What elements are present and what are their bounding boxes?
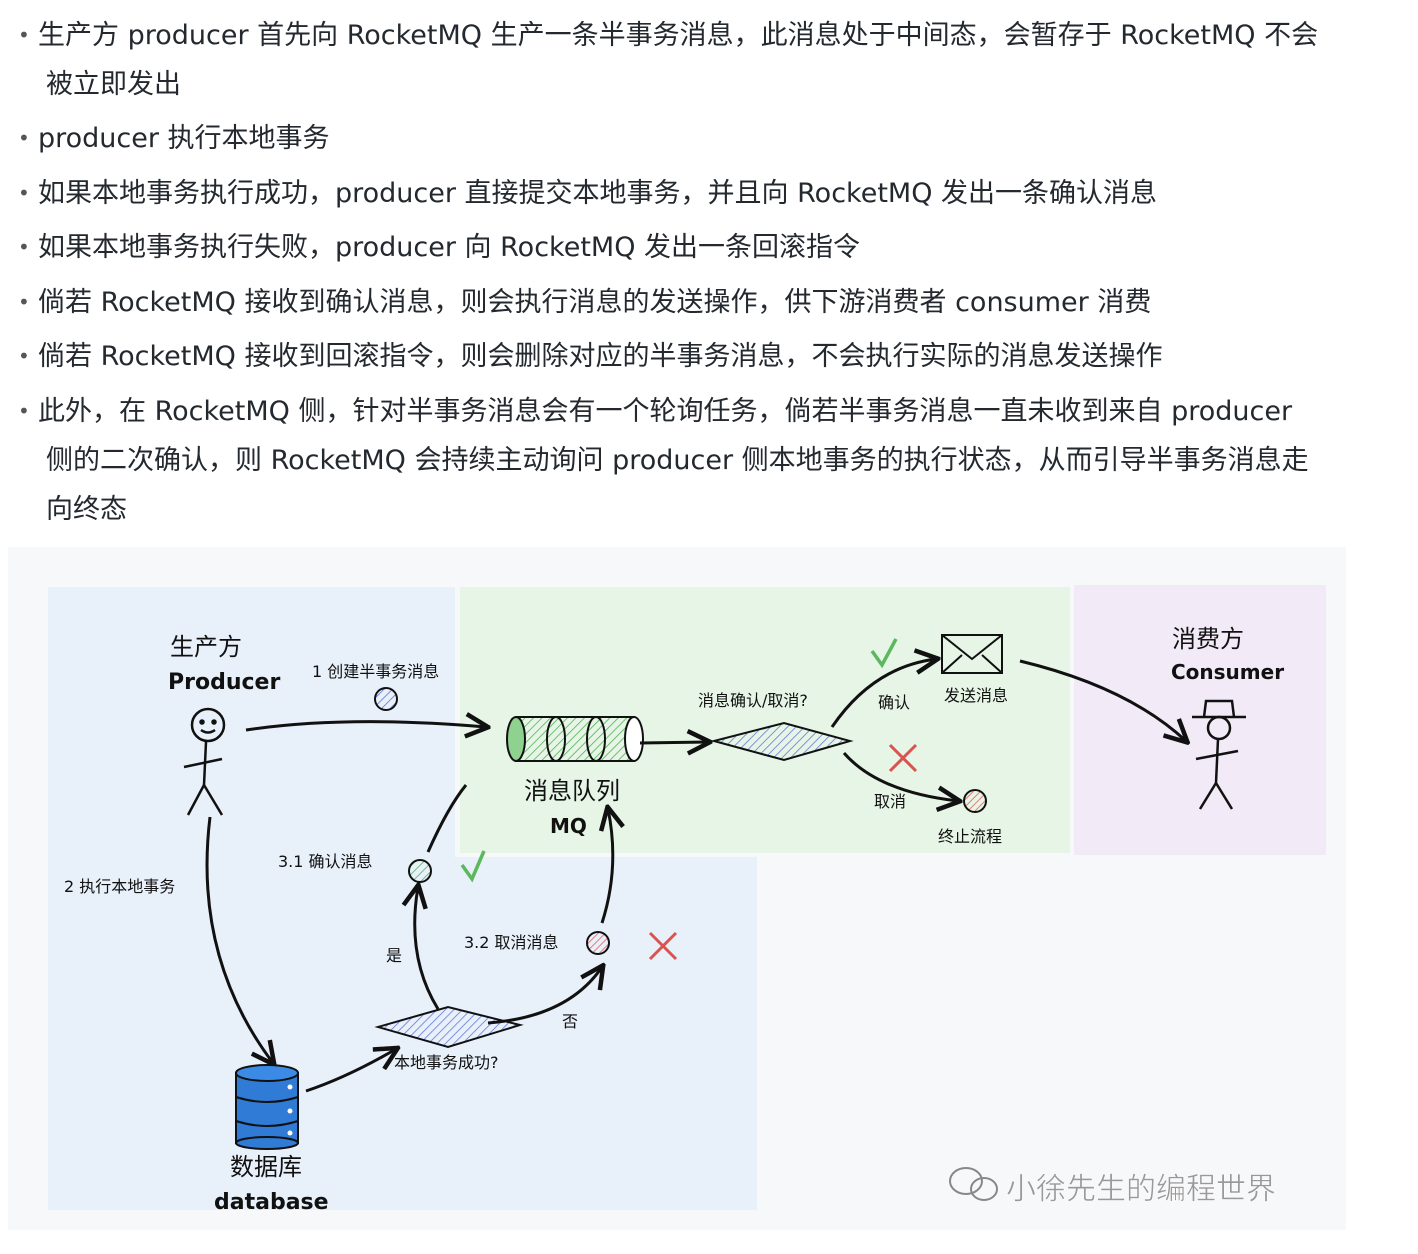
step31-label: 3.1 确认消息 (278, 852, 373, 871)
database-icon (235, 1064, 299, 1150)
no-label: 否 (562, 1012, 578, 1031)
arrow-mq-to-decision (639, 742, 708, 743)
local-zone (455, 857, 757, 1210)
consumer-zone (1074, 585, 1326, 855)
confirm-cancel-decision (710, 721, 854, 762)
check-icon-local (460, 850, 486, 883)
bullet-text: 生产方 producer 首先向 RocketMQ 生产一条半事务消息，此消息处… (38, 20, 1319, 51)
arrow-yes (415, 887, 440, 1010)
envelope-icon (941, 634, 1003, 674)
cross-icon-local (648, 931, 678, 961)
step32-label: 3.2 取消消息 (464, 933, 559, 952)
consumer-en-label: Consumer (1171, 660, 1284, 684)
bullet-dot: • (18, 344, 30, 368)
producer-en-label: Producer (168, 670, 280, 695)
arrow-cancel-to-mq (602, 809, 613, 924)
bullet-dot: • (18, 290, 30, 314)
watermark-text: 小徐先生的编程世界 (1006, 1172, 1276, 1207)
half-message-icon (374, 687, 398, 711)
mq-queue-icon (506, 716, 644, 762)
bullet-text: 侧的二次确认，则 RocketMQ 会持续主动询问 producer 侧本地事务… (46, 445, 1309, 476)
step2-label: 2 执行本地事务 (64, 877, 175, 896)
arrow-confirm (830, 659, 936, 728)
producer-cn-label: 生产方 (170, 633, 242, 661)
bullet-text: 此外，在 RocketMQ 侧，针对半事务消息会有一个轮询任务，倘若半事务消息一… (38, 396, 1293, 427)
arrow-execute-local (205, 816, 273, 1063)
cancel-label: 取消 (874, 792, 906, 811)
local-success-decision (374, 1005, 524, 1049)
send-message-label: 发送消息 (944, 686, 1008, 705)
bullet-text: 倘若 RocketMQ 接收到确认消息，则会执行消息的发送操作，供下游消费者 c… (38, 287, 1152, 318)
bullet-text: 被立即发出 (46, 69, 181, 100)
arrow-confirm-to-mq (426, 784, 468, 853)
check-icon (870, 638, 898, 669)
consumer-cn-label: 消费方 (1172, 625, 1244, 653)
confirm-cancel-label: 消息确认/取消? (698, 691, 808, 710)
mq-cn-label: 消息队列 (524, 777, 620, 805)
mq-en-label: MQ (550, 814, 587, 838)
bullet-text: 向终态 (46, 494, 127, 525)
yes-label: 是 (386, 946, 402, 965)
transaction-flow-diagram: 生产方 Producer 1 创建半事务消息 消息队列 MQ 消息确认/取消? … (48, 585, 1326, 1215)
arrow-no (487, 967, 602, 1025)
producer-figure (183, 707, 226, 816)
bullet-text: producer 执行本地事务 (38, 123, 330, 154)
local-success-label: 本地事务成功? (394, 1053, 499, 1072)
diagram-container: 生产方 Producer 1 创建半事务消息 消息队列 MQ 消息确认/取消? … (8, 547, 1346, 1230)
arrow-cancel (842, 752, 958, 801)
cross-icon (888, 743, 918, 773)
bullet-dot: • (18, 126, 30, 150)
bullet-text: 倘若 RocketMQ 接收到回滚指令，则会删除对应的半事务消息，不会执行实际的… (38, 341, 1163, 372)
bullet-dot: • (18, 23, 30, 47)
bullet-dot: • (18, 399, 30, 423)
confirm-label: 确认 (878, 693, 910, 712)
confirm-message-icon (408, 859, 432, 883)
bullet-dot: • (18, 235, 30, 259)
end-flow-label: 终止流程 (938, 827, 1002, 846)
database-en-label: database (214, 1190, 329, 1215)
consumer-figure (1192, 699, 1246, 810)
bullet-dot: • (18, 181, 30, 205)
end-flow-icon (963, 789, 987, 813)
arrow-to-consumer (1019, 659, 1186, 741)
step1-label: 1 创建半事务消息 (312, 662, 439, 681)
database-cn-label: 数据库 (230, 1153, 302, 1181)
bullet-text: 如果本地事务执行失败，producer 向 RocketMQ 发出一条回滚指令 (38, 232, 861, 263)
cancel-message-icon (586, 931, 610, 955)
arrow-create-half-message (245, 722, 486, 730)
arrow-db-to-decision (305, 1049, 396, 1093)
bullet-text: 如果本地事务执行成功，producer 直接提交本地事务，并且向 RocketM… (38, 178, 1158, 209)
wechat-logo-icon (949, 1167, 998, 1201)
